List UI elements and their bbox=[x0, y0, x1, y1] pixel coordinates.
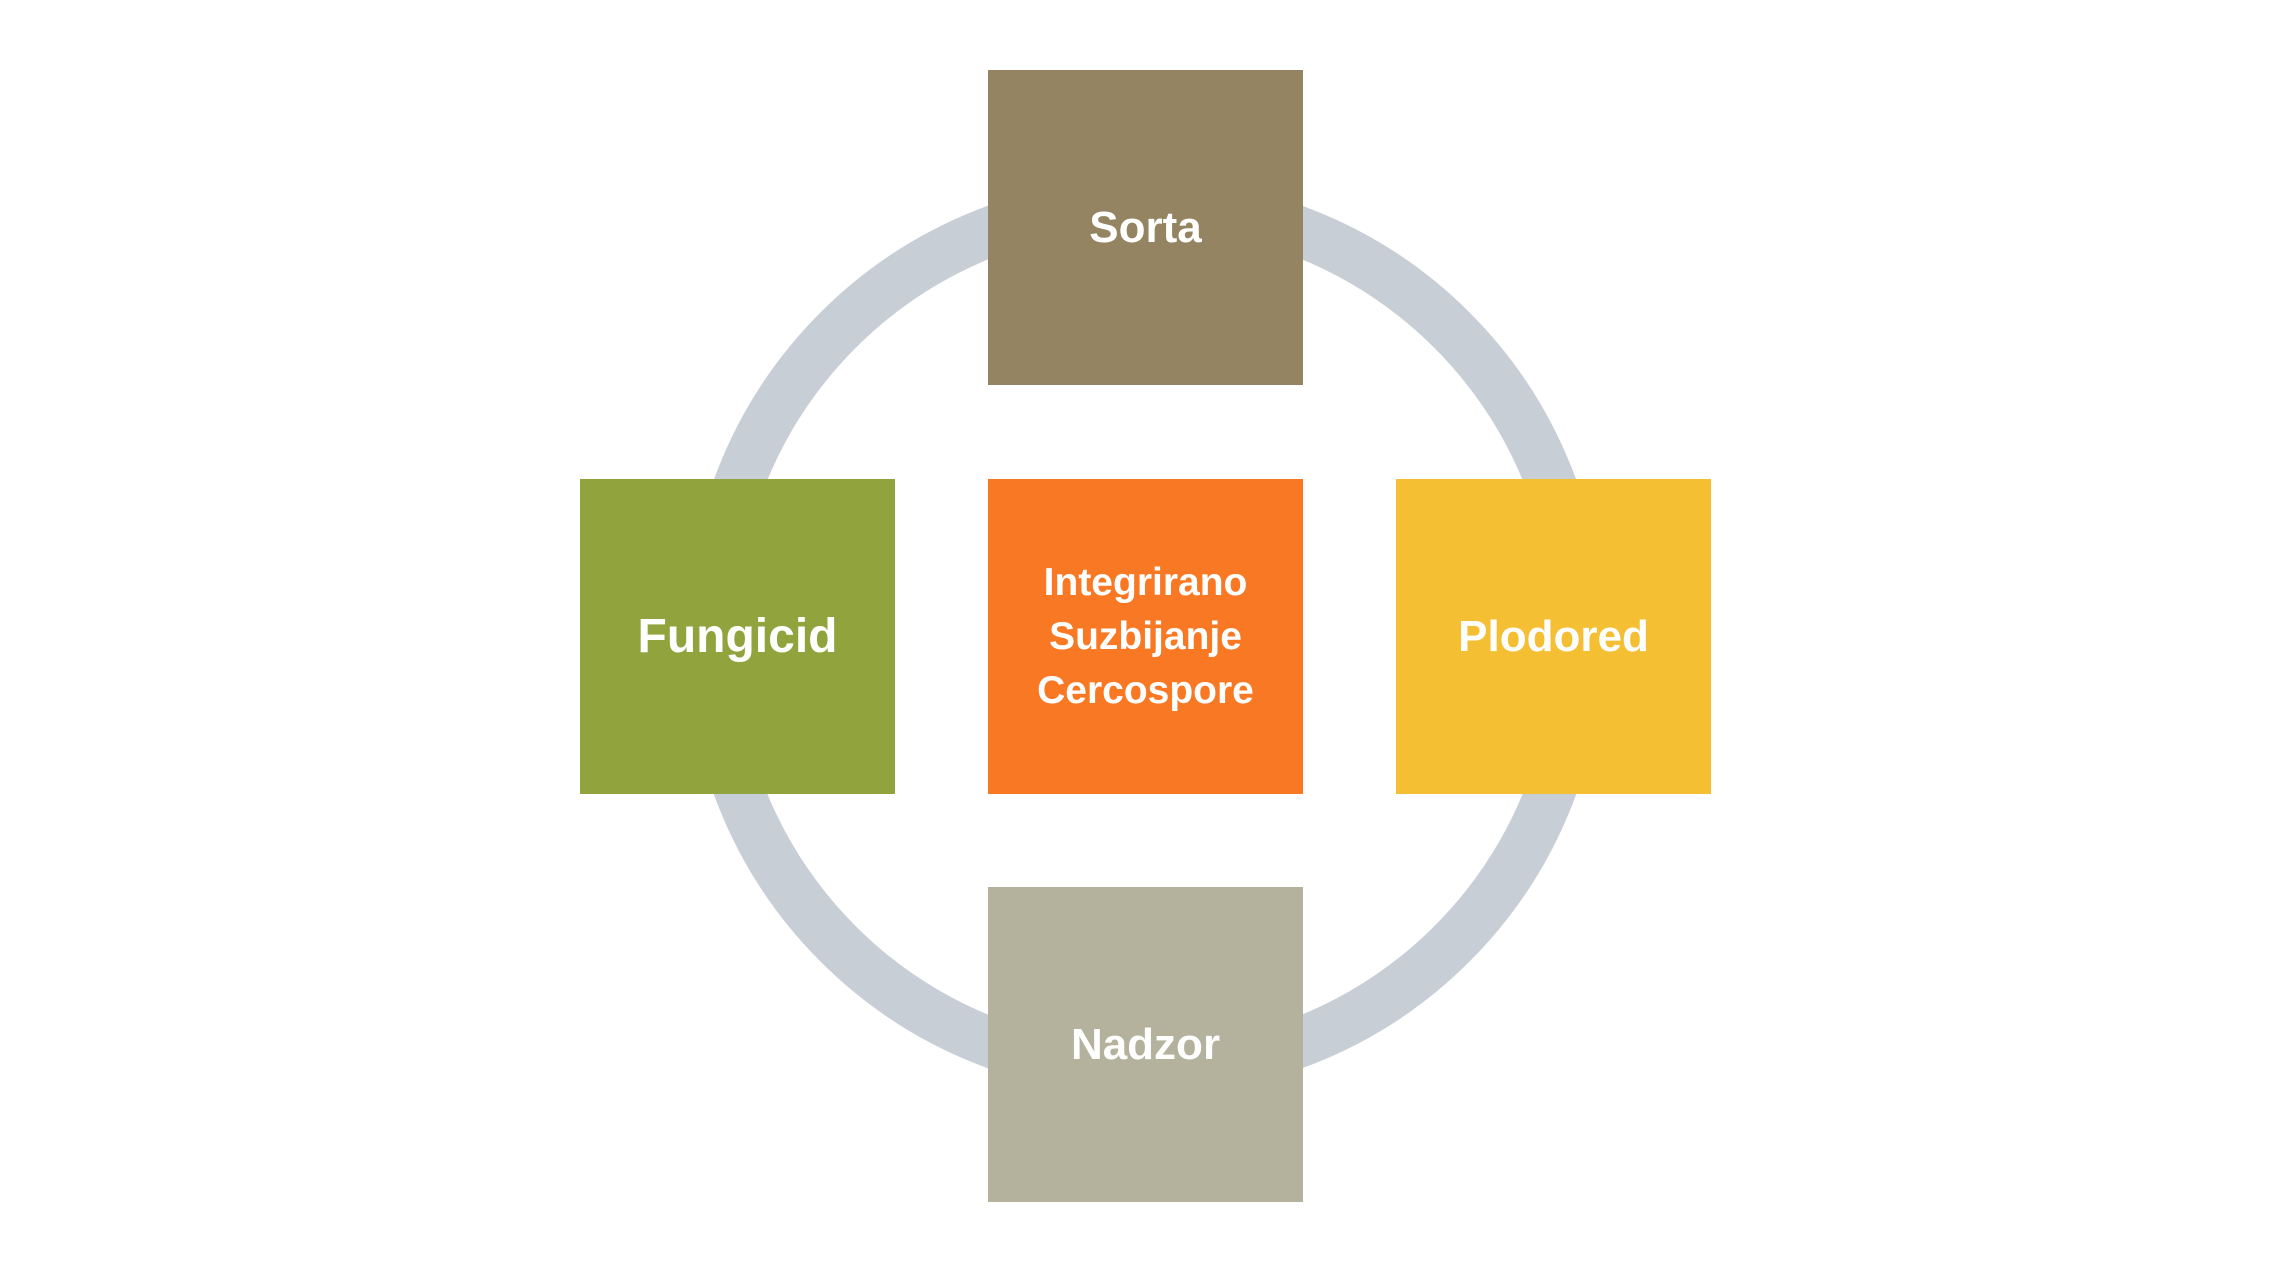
node-center-label: Integrirano Suzbijanje Cercospore bbox=[1037, 560, 1254, 712]
node-nadzor-label: Nadzor bbox=[1070, 1019, 1221, 1069]
node-sorta: Sorta bbox=[988, 70, 1303, 385]
node-sorta-label: Sorta bbox=[1089, 202, 1202, 252]
node-center: Integrirano Suzbijanje Cercospore bbox=[988, 479, 1303, 794]
node-fungicid-label: Fungicid bbox=[637, 609, 838, 663]
node-plodored-label: Plodored bbox=[1458, 611, 1649, 661]
node-plodored: Plodored bbox=[1396, 479, 1711, 794]
node-fungicid: Fungicid bbox=[580, 479, 895, 794]
node-nadzor: Nadzor bbox=[988, 887, 1303, 1202]
